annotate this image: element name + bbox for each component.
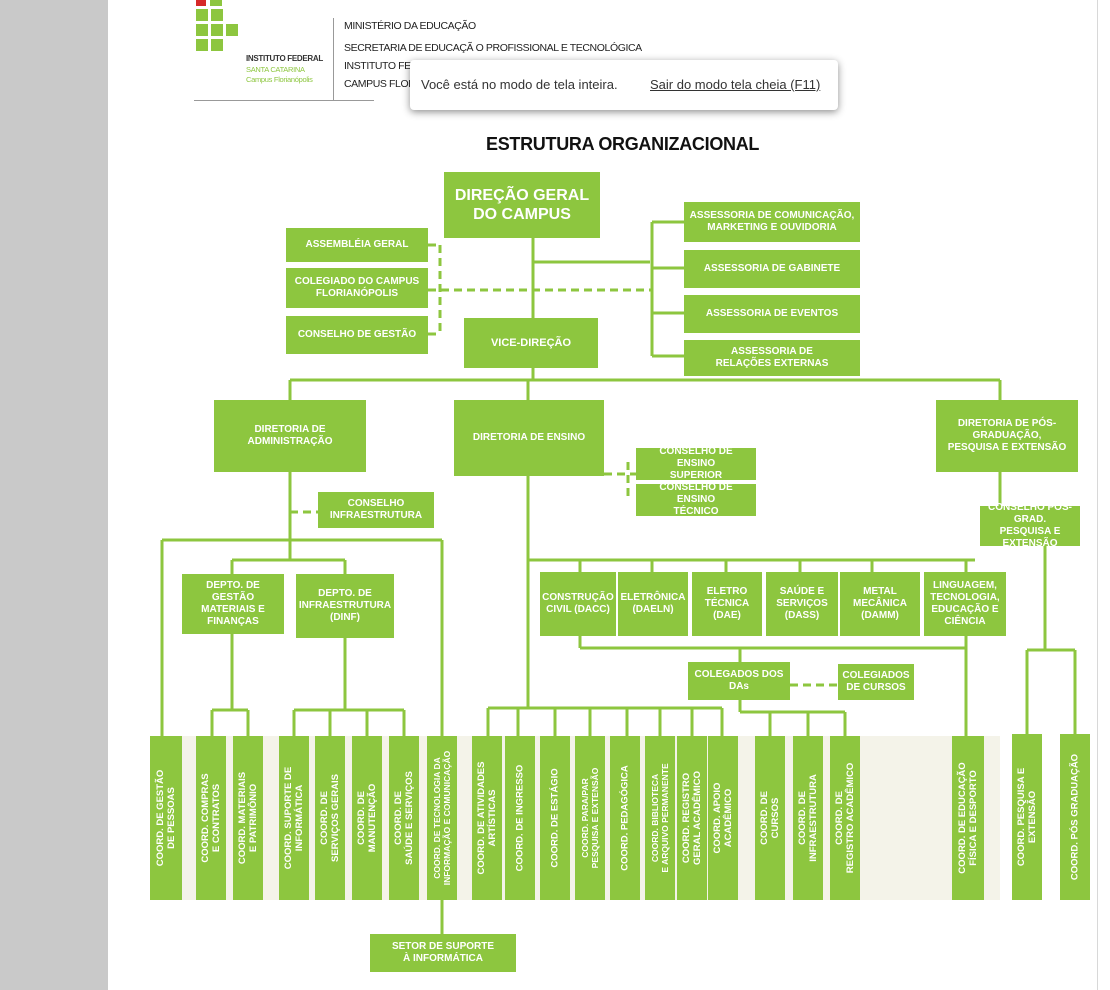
- left-gray-margin: [0, 0, 108, 990]
- header-line-4: CAMPUS FLOR: [344, 78, 416, 90]
- node-dass: SAÚDE E SERVIÇOS (DASS): [766, 572, 838, 636]
- node-direcao-geral: DIREÇÃO GERAL DO CAMPUS: [444, 172, 600, 238]
- header-line-2: SECRETARIA DE EDUCAÇÃ O PROFISSIONAL E T…: [344, 42, 642, 54]
- coord-registro-academico: COORD. DE REGISTRO ACADÊMICO: [830, 736, 860, 900]
- coord-ingresso: COORD. DE INGRESSO: [505, 736, 535, 900]
- node-cons-infraestrutura: CONSELHO INFRAESTRUTURA: [318, 492, 434, 528]
- coord-servicos-gerais: COORD. DE SERVIÇOS GERAIS: [315, 736, 345, 900]
- exit-fullscreen-link[interactable]: Sair do modo tela cheia (F11): [650, 77, 821, 92]
- node-ltec: LINGUAGEM, TECNOLOGIA, EDUCAÇÃO E CIÊNCI…: [924, 572, 1006, 636]
- node-colegiado-campus: COLEGIADO DO CAMPUS FLORIANÓPOLIS: [286, 268, 428, 308]
- coord-apoio-academico: COORD. APOIO ACADÊMICO: [708, 736, 738, 900]
- coord-infraestrutura-ens: COORD. DE INFRAESTRUTURA: [793, 736, 823, 900]
- node-dir-pos: DIRETORIA DE PÓS- GRADUAÇÃO, PESQUISA E …: [936, 400, 1078, 472]
- node-dept-gestao: DEPTO. DE GESTÃO MATERIAIS E FINANÇAS: [182, 574, 284, 634]
- node-colegiados-cursos: COLEGIADOS DE CURSOS: [838, 664, 914, 700]
- logo-text-3: Campus Florianópolis: [246, 75, 313, 84]
- coord-pesquisa-extensao-ens: COORD. PARA/PAR PESQUISA E EXTENSÃO: [575, 736, 605, 900]
- coord-pedagogica: COORD. PEDAGÓGICA: [610, 736, 640, 900]
- coord-educacao-fisica: COORD. DE EDUCAÇÃO FÍSICA E DESPORTO: [952, 736, 984, 900]
- header-line-3: INSTITUTO FEDE: [344, 60, 425, 72]
- coord-estagio: COORD. DE ESTÁGIO: [540, 736, 570, 900]
- node-dae: ELETRO TÉCNICA (DAE): [692, 572, 762, 636]
- page-edge-line: [1097, 0, 1098, 990]
- node-ass-comunicacao: ASSESSORIA DE COMUNICAÇÃO, MARKETING E O…: [684, 202, 860, 242]
- node-ass-eventos: ASSESSORIA DE EVENTOS: [684, 295, 860, 333]
- coord-cursos: COORD. DE CURSOS: [755, 736, 785, 900]
- node-daeln: ELETRÔNICA (DAELN): [618, 572, 688, 636]
- coord-suporte-informatica: COORD. SUPORTE DE INFORMÁTICA: [279, 736, 309, 900]
- fullscreen-notification: Você está no modo de tela inteira. Sair …: [410, 60, 838, 110]
- node-colegiados-das: COLEGADOS DOS DAs: [688, 662, 790, 700]
- node-cons-pos: CONSELHO PÓS-GRAD. PESQUISA E EXTENSÃO: [980, 502, 1080, 549]
- node-cons-ensino-superior: CONSELHO DE ENSINO SUPERIOR: [636, 446, 756, 481]
- node-dept-infra: DEPTO. DE INFRAESTRUTURA (DINF): [296, 574, 394, 638]
- coord-tecnologia-informacao: COORD. DE TECNOLOGIA DA INFORMAÇÃO E COM…: [427, 736, 457, 900]
- header-line-1: MINISTÉRIO DA EDUCAÇÃO: [344, 20, 476, 32]
- coord-registro-geral: COORD. REGISTRO GERAL ACADÊMICO: [677, 736, 707, 900]
- node-vice-direcao: VICE-DIREÇÃO: [464, 318, 598, 368]
- node-conselho-gestao: CONSELHO DE GESTÃO: [286, 316, 428, 354]
- coord-biblioteca: COORD. BIBLIOTECA E ARQUIVO PERMANENTE: [645, 736, 675, 900]
- coord-gestao-pessoas: COORD. DE GESTÃO DE PESSOAS: [150, 736, 182, 900]
- node-assembleia: ASSEMBLÉIA GERAL: [286, 228, 428, 262]
- logo-text-2: SANTA CATARINA: [246, 65, 305, 74]
- coord-pesquisa-extensao-pos: COORD. PESQUISA E EXTENSÃO: [1012, 734, 1042, 900]
- coord-compras: COORD. COMPRAS E CONTRATOS: [196, 736, 226, 900]
- coord-manutencao: COORD. DE MANUTENÇÃO: [352, 736, 382, 900]
- header-divider: [333, 18, 334, 100]
- node-ass-relacoes: ASSESSORIA DE RELAÇÕES EXTERNAS: [684, 340, 860, 376]
- coord-pos-graduacao: COORD. PÓS GRADUAÇÃO: [1060, 734, 1090, 900]
- coord-atividades-artisticas: COORD. DE ATIVIDADES ARTÍSTICAS: [472, 736, 502, 900]
- node-damm: METAL MECÂNICA (DAMM): [840, 572, 920, 636]
- coord-saude-servicos: COORD. DE SAÚDE E SERVIÇOS: [389, 736, 419, 900]
- logo-text-1: INSTITUTO FEDERAL: [246, 54, 323, 63]
- node-dir-administracao: DIRETORIA DE ADMINISTRAÇÃO: [214, 400, 366, 472]
- node-dacc: CONSTRUÇÃO CIVIL (DACC): [540, 572, 616, 636]
- node-cons-ensino-tecnico: CONSELHO DE ENSINO TÉCNICO: [636, 482, 756, 517]
- coord-materiais: COORD. MATERIAIS E PATRIMÔNIO: [233, 736, 263, 900]
- node-dir-ensino: DIRETORIA DE ENSINO: [454, 400, 604, 476]
- fullscreen-message: Você está no modo de tela inteira.: [421, 77, 618, 92]
- header-rule: [194, 100, 374, 101]
- chart-title: ESTRUTURA ORGANIZACIONAL: [486, 134, 760, 154]
- node-ass-gabinete: ASSESSORIA DE GABINETE: [684, 250, 860, 288]
- institute-logo: [196, 0, 238, 51]
- node-setor-suporte: SETOR DE SUPORTE À INFORMÁTICA: [370, 934, 516, 972]
